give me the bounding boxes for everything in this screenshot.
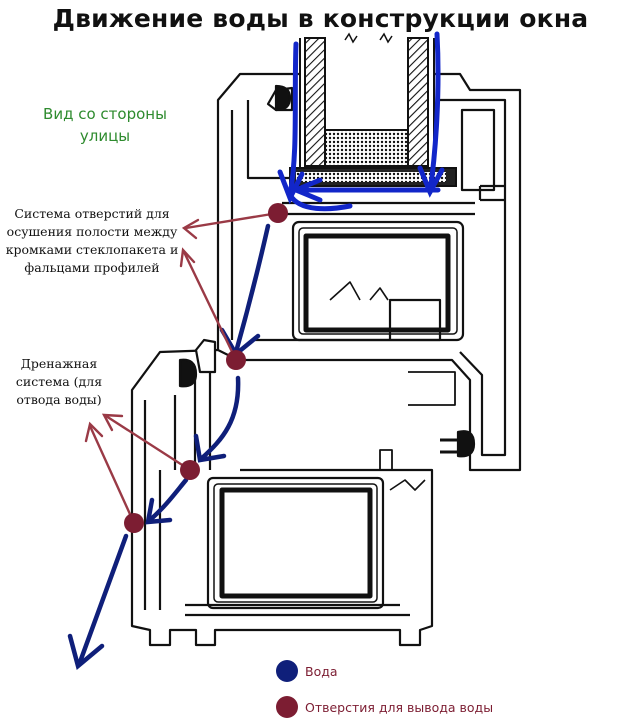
- water-arrow-curve: [287, 192, 353, 212]
- sash-profile: [216, 72, 522, 472]
- water-arrow-horizontal-head: [289, 177, 323, 203]
- legend-holes-marker: [276, 696, 298, 718]
- hole-1: [268, 203, 288, 223]
- water-arrow-1: [233, 223, 271, 355]
- water-arrow-right-down: [427, 31, 441, 195]
- ventilation-holes-label: Система отверстий для осушения полости м…: [5, 206, 179, 275]
- view-side-label: Вид со стороны улицы: [43, 105, 167, 145]
- drainage-system-label: Дренажная система (для отвода воды): [15, 356, 103, 407]
- annotation-pointers: [84, 211, 280, 525]
- water-arrow-left-down: [287, 41, 299, 198]
- hole-4: [124, 513, 144, 533]
- frame-profile: [130, 338, 434, 647]
- page-title: Движение воды в конструкции окна: [52, 4, 589, 33]
- legend-water-label: Вода: [305, 664, 338, 679]
- water-arrow-3: [147, 477, 189, 523]
- drainage-holes: [124, 203, 288, 533]
- water-arrow-4: [77, 533, 129, 665]
- water-flow-top: [277, 31, 445, 212]
- glass-unit: [289, 32, 457, 187]
- hole-2: [226, 350, 246, 370]
- hole-3: [180, 460, 200, 480]
- legend-holes-label: Отверстия для вывода воды: [305, 700, 494, 715]
- legend-water-marker: [276, 660, 298, 682]
- water-arrow-2: [199, 375, 241, 461]
